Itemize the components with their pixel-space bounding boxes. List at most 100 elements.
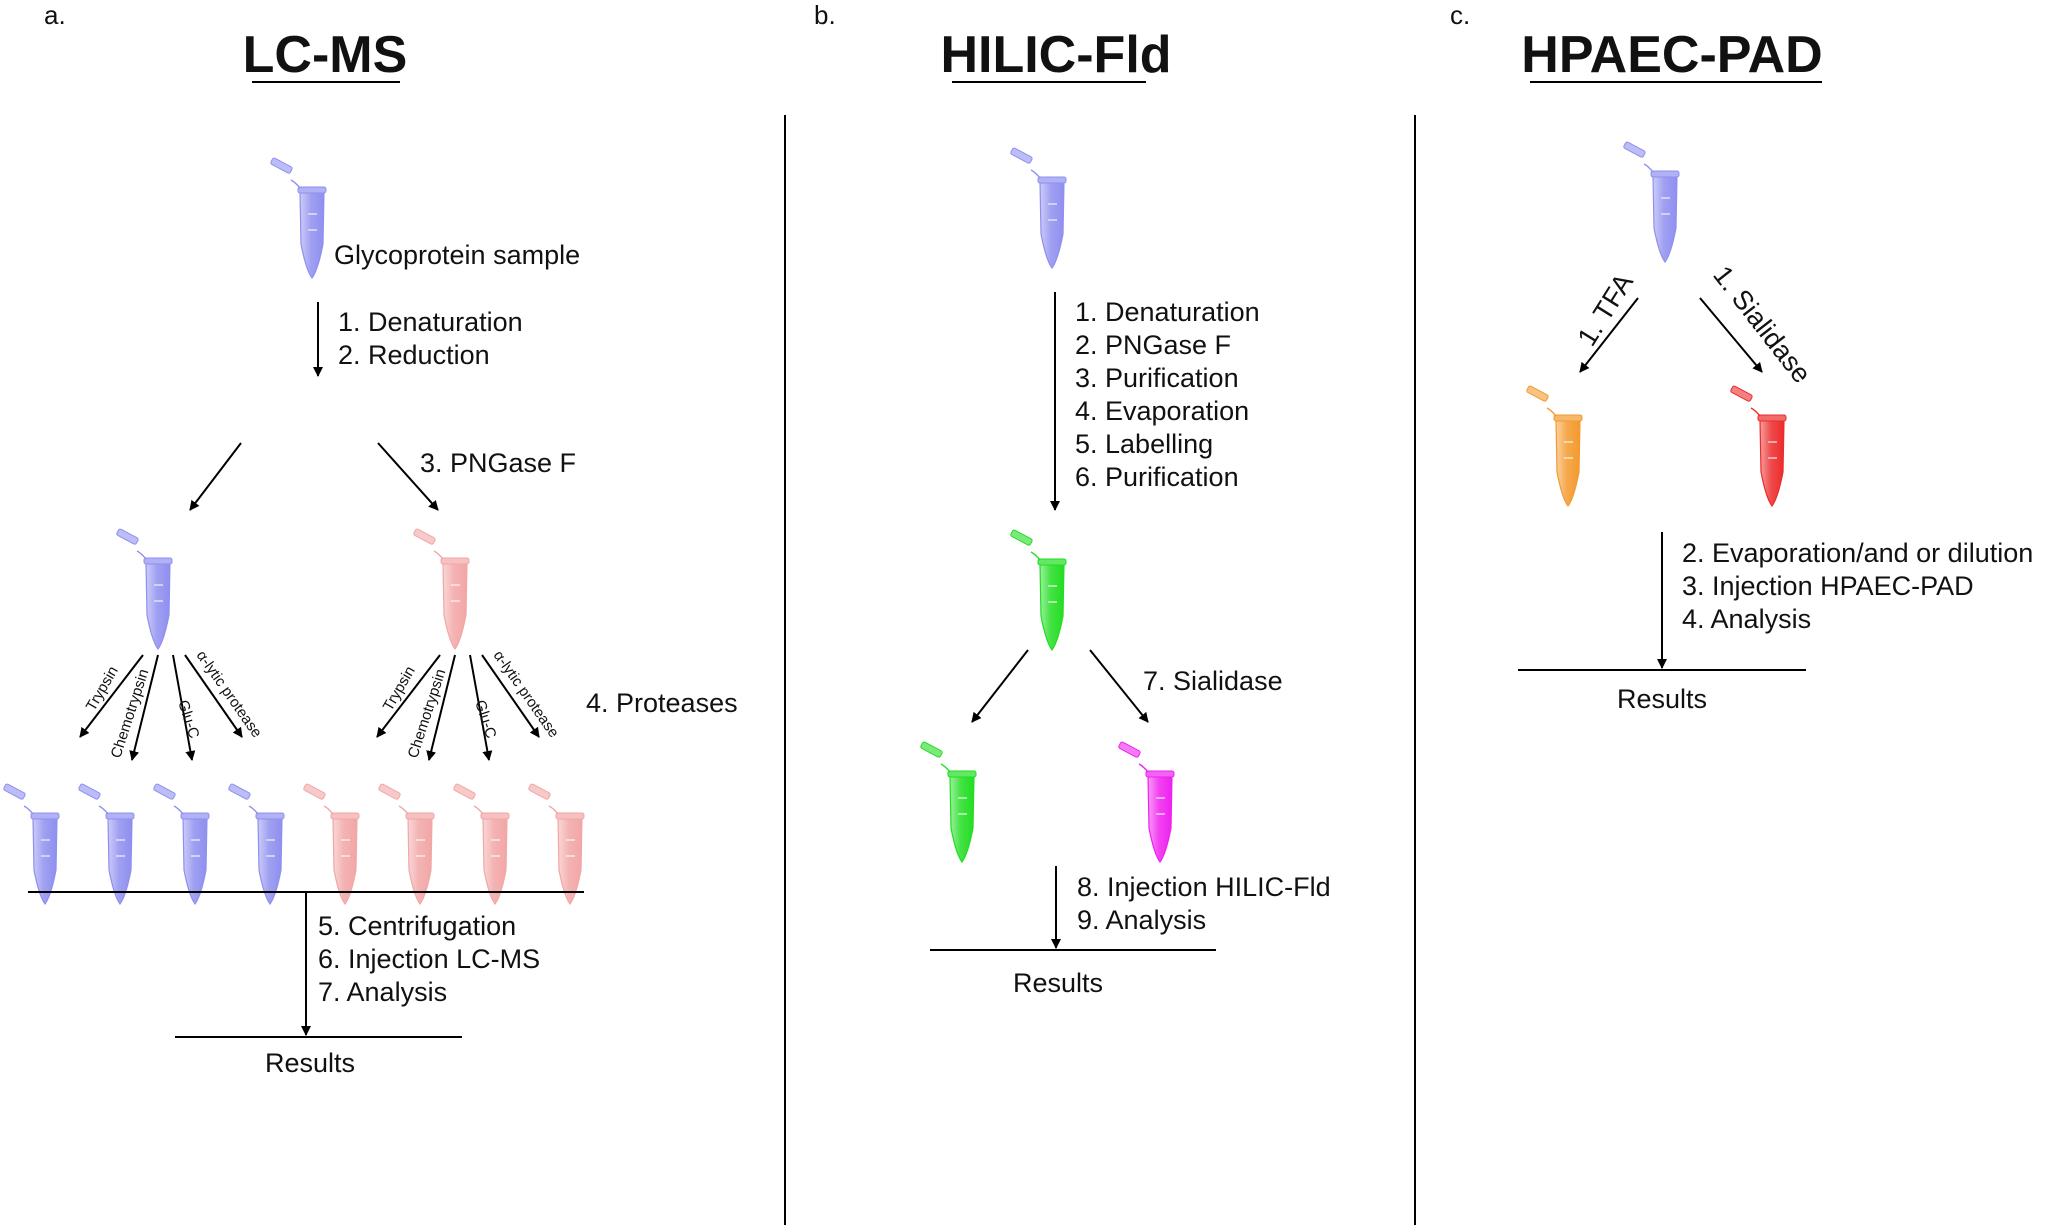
tube-rim <box>1553 414 1583 422</box>
tube-hinge <box>473 805 484 815</box>
tube-hinge <box>323 805 334 815</box>
panel-c-title: HPAEC-PAD <box>1521 26 1822 84</box>
tube-hinge <box>173 805 184 815</box>
tube-hinge <box>248 805 259 815</box>
tube-digest-6 <box>378 783 435 906</box>
tube-hinge <box>548 805 559 815</box>
panel-c: c. HPAEC-PAD 1. TFA 1. Sialidase 2. Evap… <box>1450 0 2033 714</box>
step-b-5: 5. Labelling <box>1075 429 1213 459</box>
tube-body <box>332 817 358 906</box>
panel-c-letter: c. <box>1450 0 1470 30</box>
tube-digest-8 <box>528 783 585 906</box>
tube-cap <box>920 741 943 758</box>
step-b-3: 3. Purification <box>1075 363 1239 393</box>
step-a-1: 1. Denaturation <box>338 307 523 337</box>
tube-cap <box>3 783 26 800</box>
tube-rim <box>947 770 977 778</box>
tube-b-green <box>1010 529 1067 652</box>
tube-cap <box>1010 529 1033 546</box>
step-b-8: 8. Injection HILIC-Fld <box>1077 872 1331 902</box>
step-b-2: 2. PNGase F <box>1075 330 1231 360</box>
tube-rim <box>105 812 135 820</box>
tube-hinge <box>1030 551 1041 561</box>
step-c-4: 4. Analysis <box>1682 604 1811 634</box>
tube-hinge <box>290 179 301 189</box>
arrow-a-left-branch <box>189 442 242 511</box>
tube-b-magenta <box>1118 741 1175 864</box>
tube-cap <box>1730 385 1753 402</box>
tube-body <box>257 817 283 906</box>
step-a-5: 5. Centrifugation <box>318 911 516 941</box>
tube-rim <box>143 557 173 565</box>
tube-rim <box>555 812 585 820</box>
tube-body <box>1555 419 1581 508</box>
tube-a-pink <box>413 528 470 651</box>
arrow-protease-pink-4 <box>481 654 540 738</box>
tube-digest-5 <box>303 783 360 906</box>
step-b-6: 6. Purification <box>1075 462 1239 492</box>
tube-b-sample <box>1010 147 1067 270</box>
step-a-6: 6. Injection LC-MS <box>318 944 540 974</box>
step-b-4: 4. Evaporation <box>1075 396 1249 426</box>
tube-cap <box>270 157 293 174</box>
tube-rim <box>1037 558 1067 566</box>
arrow-protease-blue-3 <box>172 654 196 761</box>
sample-label: Glycoprotein sample <box>334 240 580 270</box>
branch-c-sialidase: 1. Sialidase <box>1707 260 1817 388</box>
protease-label-pink-alpha: α-lytic protease <box>490 648 562 741</box>
panel-a-title: LC-MS <box>243 26 408 84</box>
panel-a: a. LC-MS Glycoprotein sample 1. Denatura… <box>3 0 738 1078</box>
panel-a-letter: a. <box>44 0 66 30</box>
tube-cap <box>303 783 326 800</box>
tube-body <box>1039 181 1065 270</box>
step-c-3: 3. Injection HPAEC-PAD <box>1682 571 1974 601</box>
protease-label-blue-gluc: Glu-C <box>174 698 202 741</box>
arrow-b-left-branch <box>971 649 1029 723</box>
step-b-9: 9. Analysis <box>1077 905 1206 935</box>
tube-body <box>557 817 583 906</box>
step-c-2: 2. Evaporation/and or dilution <box>1682 538 2033 568</box>
tube-hinge <box>23 805 34 815</box>
tube-hinge <box>136 550 147 560</box>
tube-body <box>442 562 468 651</box>
tube-rim <box>297 186 327 194</box>
arrow-protease-blue-4 <box>184 654 243 738</box>
panel-b: b. HILIC-Fld 1. Denaturation 2. PNGase F… <box>814 0 1331 998</box>
tube-body <box>482 817 508 906</box>
arrow-b-right-branch <box>1089 649 1149 723</box>
tube-rim <box>1037 176 1067 184</box>
arrow-c-right-branch <box>1699 297 1763 373</box>
tube-cap <box>378 783 401 800</box>
arrow-protease-blue-1 <box>79 654 144 738</box>
tube-rim <box>480 812 510 820</box>
tube-cap <box>1526 385 1549 402</box>
tube-rim <box>1757 414 1787 422</box>
tube-cap <box>1118 741 1141 758</box>
tube-hinge <box>1138 763 1149 773</box>
tube-body <box>1039 563 1065 652</box>
tube-digest-4 <box>228 783 285 906</box>
tube-rim <box>255 812 285 820</box>
tube-rim <box>1145 770 1175 778</box>
tube-hinge <box>1750 407 1761 417</box>
step-b-1: 1. Denaturation <box>1075 297 1260 327</box>
tube-hinge <box>1030 169 1041 179</box>
tube-hinge <box>940 763 951 773</box>
tube-hinge <box>98 805 109 815</box>
tube-rim <box>440 557 470 565</box>
tube-rim <box>30 812 60 820</box>
results-a: Results <box>265 1048 355 1078</box>
tube-digest-1 <box>3 783 60 906</box>
tube-c-orange <box>1526 385 1583 508</box>
tube-rim <box>330 812 360 820</box>
tube-body <box>182 817 208 906</box>
tube-b-green-2 <box>920 741 977 864</box>
arrow-protease-pink-2 <box>426 654 456 761</box>
tube-body <box>107 817 133 906</box>
tube-rim <box>180 812 210 820</box>
step-a-pngase: 3. PNGase F <box>420 448 576 478</box>
tube-cap <box>116 528 139 545</box>
tube-a-blue <box>116 528 173 651</box>
tube-body <box>407 817 433 906</box>
tube-body <box>299 191 325 280</box>
